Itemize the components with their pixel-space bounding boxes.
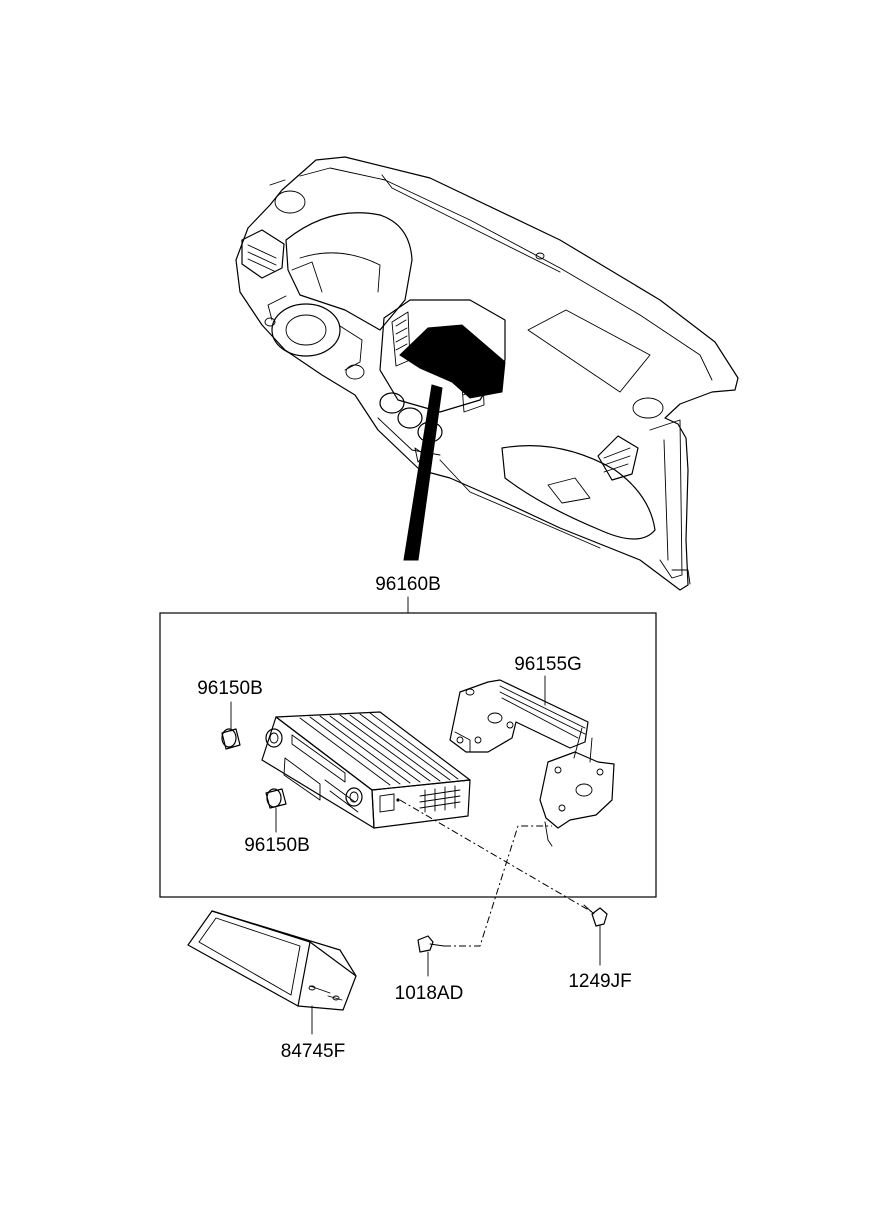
install-line-right [399,799,593,913]
screw-right-drawing [583,904,608,927]
pocket-drawing [187,910,357,1011]
callout-screw-right: 1249JF [568,971,631,992]
callout-pocket: 84745F [281,1041,345,1062]
radio-unit-drawing [261,711,471,829]
assembly-frame [159,612,657,898]
callout-knob-upper: 96150B [197,678,263,699]
install-line-left [444,825,552,947]
callout-screw-left: 1018AD [395,983,464,1004]
knob-lower-drawing [265,788,287,809]
dashboard-drawing [235,156,739,591]
callout-knob-lower: 96150B [244,835,310,856]
screw-left-drawing [417,935,445,953]
bracket-drawing [449,679,615,847]
callout-assembly: 96160B [375,574,441,595]
callout-bracket: 96155G [514,654,582,675]
knob-upper-drawing [221,728,241,750]
